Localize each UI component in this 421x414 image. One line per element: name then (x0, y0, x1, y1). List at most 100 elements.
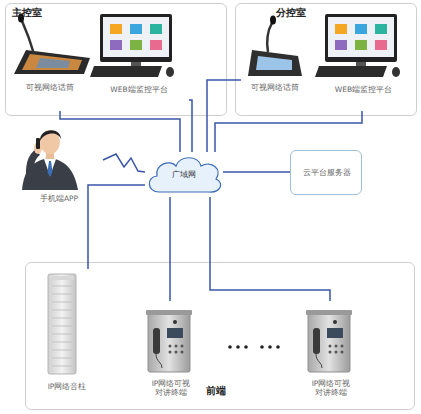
network-line (169, 197, 171, 301)
terminal-handset (313, 328, 320, 354)
screen-tile (110, 24, 122, 34)
terminal-key (335, 345, 338, 348)
device-label: IP网络可视 对讲终端 (308, 379, 354, 398)
monitor-screen (103, 17, 169, 57)
terminal-key (181, 351, 184, 354)
speaker-column (48, 274, 76, 374)
terminal-cord (156, 354, 162, 368)
network-line (207, 80, 241, 152)
ellipsis-dot (260, 345, 264, 349)
monitor-screen (328, 17, 394, 57)
person-hair (40, 130, 61, 141)
screen-tile (355, 24, 367, 34)
screen-tile (130, 24, 142, 34)
wireless-link (103, 154, 145, 172)
monitor-stand (356, 62, 366, 66)
device-node: 手机端APP (15, 124, 103, 210)
terminal-key (169, 345, 172, 348)
network-line (215, 111, 362, 152)
network-line (189, 100, 192, 152)
network-line (60, 111, 180, 152)
person-head (40, 130, 60, 154)
console-body (14, 50, 90, 74)
terminal-body (308, 312, 350, 372)
terminal-key (169, 351, 172, 354)
screen-tile (355, 40, 367, 50)
terminal-key (175, 351, 178, 354)
mic-head (270, 16, 276, 25)
speaker-cap (50, 276, 74, 280)
monitor-frame (325, 14, 397, 62)
terminal-hood (146, 310, 192, 315)
person-arm (29, 152, 38, 182)
screen-tile (130, 40, 142, 50)
cloud-label: 广域网 (145, 170, 223, 180)
phone (36, 138, 40, 149)
monitor-stand (131, 62, 141, 66)
terminal-key (329, 351, 332, 354)
screen-tile (375, 24, 387, 34)
screen-tile (375, 40, 387, 50)
network-line (223, 171, 290, 173)
ellipsis-dot (236, 345, 240, 349)
monitor-frame (100, 14, 172, 62)
keyboard (90, 66, 162, 77)
device-label: IP网络音柱 (31, 382, 103, 391)
console-screen (22, 54, 82, 70)
server-box: 云平台服务器 (290, 150, 362, 195)
terminal-key (341, 351, 344, 354)
screen-tile (110, 40, 122, 50)
ellipsis-dot (228, 345, 232, 349)
terminal-key (175, 345, 178, 348)
device-node: WEB端监控平台 (311, 13, 416, 111)
room-title: 主控室 (12, 7, 72, 20)
screen-tile (150, 40, 162, 50)
screen-tile (335, 24, 347, 34)
room-box: 主控室可视网络话筒WEB端监控平台 (5, 3, 227, 116)
console-screen-detail (36, 58, 70, 68)
terminal-handset (153, 328, 160, 354)
screen-tile (335, 40, 347, 50)
terminal-camera (173, 320, 177, 324)
person-tie (48, 161, 53, 177)
server-label: 云平台服务器 (291, 168, 363, 177)
device-node: 可视网络话筒 (11, 19, 89, 111)
device-label: 可视网络话筒 (11, 83, 89, 92)
terminal-camera (333, 320, 337, 324)
terminal-cord (316, 354, 322, 368)
gooseneck (22, 21, 34, 54)
device-node: WEB端监控平台 (89, 13, 189, 111)
network-line (88, 185, 145, 269)
ellipsis-dot (268, 345, 272, 349)
person-shirt (44, 159, 56, 176)
ellipsis-dot (276, 345, 280, 349)
mouse (392, 67, 400, 77)
terminal-key (341, 345, 344, 348)
zone-title: 前端 (196, 385, 236, 398)
terminal-body (148, 312, 190, 372)
speaker-grille (52, 286, 72, 366)
ellipsis-dot (244, 345, 248, 349)
device-label: WEB端监控平台 (89, 85, 189, 94)
gooseneck (267, 23, 272, 52)
device-node: IP网络可视 对讲终端 (131, 301, 211, 405)
keyboard (315, 66, 387, 77)
terminal-key (335, 351, 338, 354)
device-label: 可视网络话筒 (237, 83, 313, 92)
device-label: 手机端APP (15, 194, 103, 203)
console-body (248, 50, 302, 76)
device-node: 可视网络话筒 (241, 19, 309, 111)
console-screen (256, 56, 292, 70)
room-title: 分控室 (276, 7, 336, 20)
terminal-key (181, 345, 184, 348)
terminal-display (327, 328, 343, 338)
terminal-key (329, 345, 332, 348)
device-node: IP网络可视 对讲终端 (291, 301, 371, 405)
device-node: IP网络音柱 (31, 269, 103, 401)
mouse (166, 67, 174, 77)
screen-tile (150, 24, 162, 34)
network-line (210, 197, 330, 301)
